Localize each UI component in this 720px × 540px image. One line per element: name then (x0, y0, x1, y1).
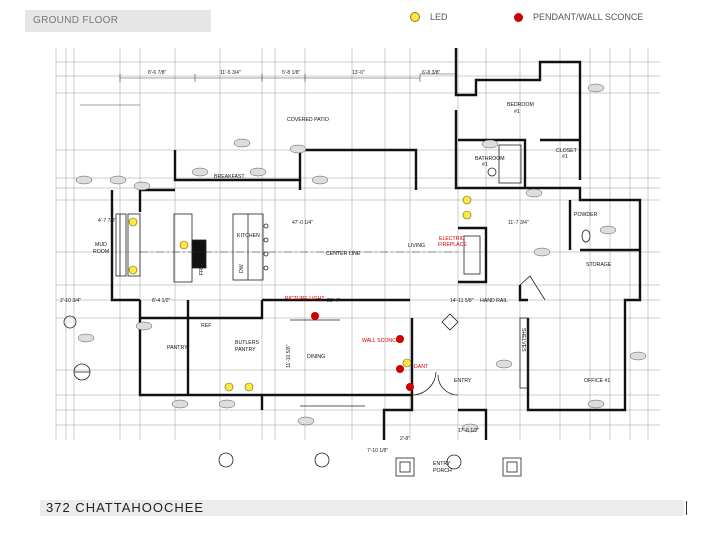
dim-10: 17'-6 1/2" (458, 428, 479, 434)
room-storage: STORAGE (586, 262, 612, 268)
led-fixtures (128, 195, 472, 392)
dim-7: 14'-11 5/8" (450, 298, 474, 304)
shelves-label: SHELVES (520, 328, 526, 352)
room-living: LIVING (408, 243, 425, 249)
led-fixture (179, 240, 189, 250)
room-closet: CLOSET (556, 148, 578, 154)
dim-5: 6'-8 3/8" (422, 70, 441, 76)
dim-1: 8'-6 7/8" (148, 70, 167, 76)
electric-fireplace-label-1: ELECTRIC (439, 236, 465, 242)
dim-13: 8'-4 1/2" (152, 298, 171, 304)
led-fixture (402, 358, 412, 368)
walls (110, 48, 642, 440)
led-fixture (128, 265, 138, 275)
pendant-fixture (311, 312, 319, 320)
dim-3: 5'-8 1/8" (282, 70, 301, 76)
fixtures (63, 144, 591, 477)
room-entry-porch: ENTRY (433, 461, 451, 467)
pendant-fixtures (311, 312, 414, 391)
legend-led-label: LED (430, 12, 448, 22)
center-line-label: CENTER LINE (326, 251, 361, 257)
room-bedroom: BEDROOM (507, 102, 534, 108)
dim-11: 7'-10 1/8" (367, 448, 388, 454)
project-name: 372 CHATTAHOOCHEE (40, 500, 684, 516)
equipment-tags (75, 83, 647, 433)
dimension-lines (80, 73, 456, 106)
freezer-label: FREEZ (199, 258, 205, 275)
room-covered-patio: COVERED PATIO (287, 117, 329, 123)
pendant-label: DANT (414, 364, 429, 370)
electric-fireplace-label-2: FIREPLACE (438, 242, 467, 248)
legend-pendant: PENDANT/WALL SCONCE (514, 12, 643, 22)
led-swatch-icon (410, 12, 420, 22)
room-mud-2: ROOM (93, 249, 109, 255)
room-breakfast: BREAKFAST (214, 174, 245, 180)
page-title: GROUND FLOOR (25, 10, 211, 32)
room-office: OFFICE #1 (584, 378, 610, 384)
led-fixture (462, 195, 472, 205)
led-fixture (128, 217, 138, 227)
dim-6: 20'-4" (327, 298, 340, 304)
dw-label: DW (239, 264, 245, 273)
ref-label: REF (201, 323, 211, 329)
dim-9: 11'-10 5/8" (286, 344, 292, 368)
room-bathroom-num: #1 (482, 162, 488, 168)
room-dining: DINING (307, 354, 325, 360)
wall-sconce-fixture (396, 335, 404, 343)
led-fixture (224, 382, 234, 392)
room-entry-porch-2: PORCH (433, 468, 452, 474)
lighting-annotations: PICTURE LIGHT WALL SCONCE DANT ELECTRIC … (285, 236, 467, 370)
room-bedroom-num: #1 (514, 109, 520, 115)
room-entry: ENTRY (454, 378, 472, 384)
room-mud: MUD (95, 242, 107, 248)
pendant-swatch-icon (514, 12, 523, 22)
dim-4: 13'-0" (352, 70, 365, 76)
dimension-labels: 8'-6 7/8" 11'-5 3/4" 5'-8 1/8" 13'-0" 6'… (60, 70, 529, 454)
wall-sconce-label: WALL SCONCE (362, 338, 400, 344)
room-pantry: PANTRY (167, 345, 188, 351)
legend-led: LED (410, 12, 448, 22)
picture-light-label: PICTURE LIGHT (285, 296, 325, 302)
hand-rail-label: HAND RAIL (480, 298, 508, 304)
wall-sconce-fixture (396, 365, 404, 373)
legend-pendant-label: PENDANT/WALL SCONCE (533, 12, 644, 22)
dim-12: 4'-7 7/8" (98, 218, 117, 224)
room-kitchen: KITCHEN (237, 233, 260, 239)
dim-8: 47'-0 1/4" (292, 220, 313, 226)
led-fixture (462, 210, 472, 220)
dim-14: 2'-10 3/4" (60, 298, 81, 304)
footer-divider (686, 501, 687, 515)
dim-2: 11'-5 3/4" (220, 70, 241, 76)
dim-15: 2'-8" (400, 436, 410, 442)
room-powder: POWDER (574, 212, 598, 218)
room-closet-num: #1 (562, 154, 568, 160)
room-bathroom: BATHROOM (475, 156, 505, 162)
room-labels: BEDROOM #1 COVERED PATIO BREAKFAST BATHR… (93, 102, 612, 474)
pendant-fixture (406, 383, 414, 391)
room-butlers-2: PANTRY (235, 347, 256, 353)
room-butlers: BUTLERS (235, 340, 259, 346)
dim-16: 11'-7 3/4" (508, 220, 529, 226)
led-fixture (244, 382, 254, 392)
